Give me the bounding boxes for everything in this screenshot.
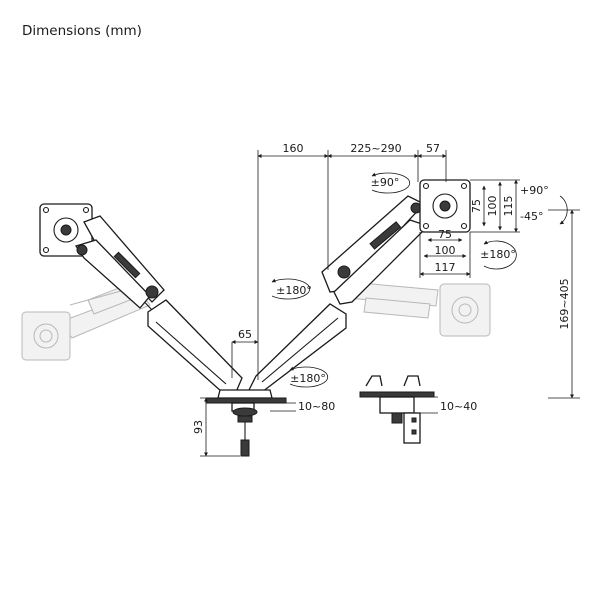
svg-text:65: 65	[238, 328, 252, 341]
svg-text:100: 100	[486, 196, 499, 217]
svg-text:±180°: ±180°	[480, 248, 516, 261]
svg-text:93: 93	[192, 420, 205, 434]
left-vesa-plate	[39, 203, 93, 257]
dimension-height: 169~405	[548, 209, 580, 399]
ghost-right-vesa-plate	[439, 283, 491, 337]
svg-text:75: 75	[438, 228, 452, 241]
dimension-vesa-vertical: 75 100 115	[470, 179, 520, 233]
svg-text:±180°: ±180°	[276, 284, 312, 297]
svg-text:10~40: 10~40	[440, 400, 477, 413]
svg-text:75: 75	[470, 199, 483, 213]
svg-text:117: 117	[435, 261, 456, 274]
grommet-mount	[359, 375, 435, 444]
svg-text:-45°: -45°	[520, 210, 543, 223]
rotation-panel-180: ±180°	[480, 240, 517, 270]
svg-text:160: 160	[283, 142, 304, 155]
svg-text:+90°: +90°	[520, 184, 549, 197]
rotation-arm-180-lower: ±180°	[289, 366, 329, 388]
dimension-93: 93	[192, 397, 240, 457]
right-upper-arm	[321, 195, 430, 305]
dimension-65: 65	[231, 328, 259, 378]
dimension-57: 57	[417, 142, 447, 182]
svg-text:100: 100	[435, 244, 456, 257]
svg-text:±90°: ±90°	[371, 176, 400, 189]
svg-text:169~405: 169~405	[558, 278, 571, 329]
svg-text:10~80: 10~80	[298, 400, 335, 413]
clamp-base	[205, 389, 287, 457]
svg-text:57: 57	[426, 142, 440, 155]
left-upper-arm	[74, 215, 165, 311]
rotation-tilt: +90° -45°	[520, 184, 568, 225]
ghost-left-vesa-plate	[21, 311, 71, 361]
rotation-screen-90: ±90°	[371, 172, 411, 194]
svg-text:±180°: ±180°	[290, 372, 326, 385]
right-vesa-plate	[419, 179, 471, 233]
dimension-vesa-horizontal: 75 100 117	[419, 228, 471, 278]
svg-text:115: 115	[502, 196, 515, 217]
svg-text:225~290: 225~290	[350, 142, 401, 155]
dimension-clamp: 10~80	[270, 400, 335, 413]
dimension-grommet: 10~40	[420, 396, 477, 414]
diagram-title: Dimensions (mm)	[22, 23, 142, 39]
rotation-arm-180-upper: ±180°	[271, 278, 312, 300]
left-lower-arm	[147, 299, 243, 393]
